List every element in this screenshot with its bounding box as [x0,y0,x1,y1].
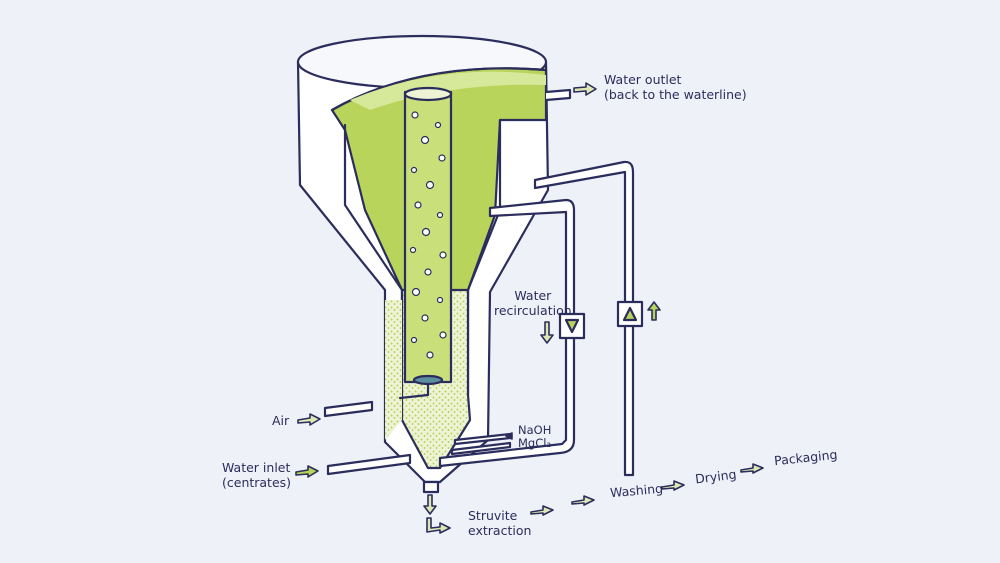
label-water-outlet: Water outlet (back to the waterline) [604,72,747,102]
tube-diffuser [412,374,444,386]
arrow-flow-2-icon [571,495,595,506]
arrow-outlet-icon [573,82,597,96]
arrow-inlet-icon [295,465,319,478]
label-water-inlet: Water inlet (centrates) [222,460,291,490]
label-naoh: NaOH [518,423,552,437]
recycle-pipe [533,160,635,477]
struvite-text-1: Struvite [468,508,518,523]
water-outlet-subtext: (back to the waterline) [604,87,747,102]
arrow-return-up-icon [647,301,661,321]
arrow-flow-4-icon [740,463,764,474]
water-recirculation-text-1: Water [514,288,552,303]
air-inlet-pipe [323,400,374,418]
air-bubbles [409,111,447,359]
return-valve [616,300,644,328]
recirculation-pipe [438,198,576,468]
water-inlet-text: Water inlet [222,460,291,475]
water-outlet-text: Water outlet [604,72,682,87]
water-outlet-pipe [544,88,572,102]
arrow-flow-3-icon [661,480,685,491]
arrow-extract-right-icon [426,517,451,534]
arrow-reagent-1-icon [505,432,513,440]
arrow-flow-1-icon [530,505,554,516]
arrow-recirc-down-icon [540,321,554,344]
arrow-extract-down-icon [423,494,437,515]
label-mgcl2: MgCl₂ [518,436,552,450]
recirculation-valve [558,312,586,340]
water-recirculation-text-2: recirculation [494,303,572,318]
label-struvite-extraction: Struvite extraction [468,508,531,538]
mgcl2-pipe [450,441,512,456]
label-air: Air [272,413,290,428]
water-inlet-subtext: (centrates) [222,475,292,490]
struvite-text-2: extraction [468,523,532,538]
liquid-sediment-left [365,300,402,440]
label-water-recirculation: Water recirculation [494,288,572,318]
arrow-air-icon [297,413,321,426]
water-inlet-pipe [326,453,412,476]
